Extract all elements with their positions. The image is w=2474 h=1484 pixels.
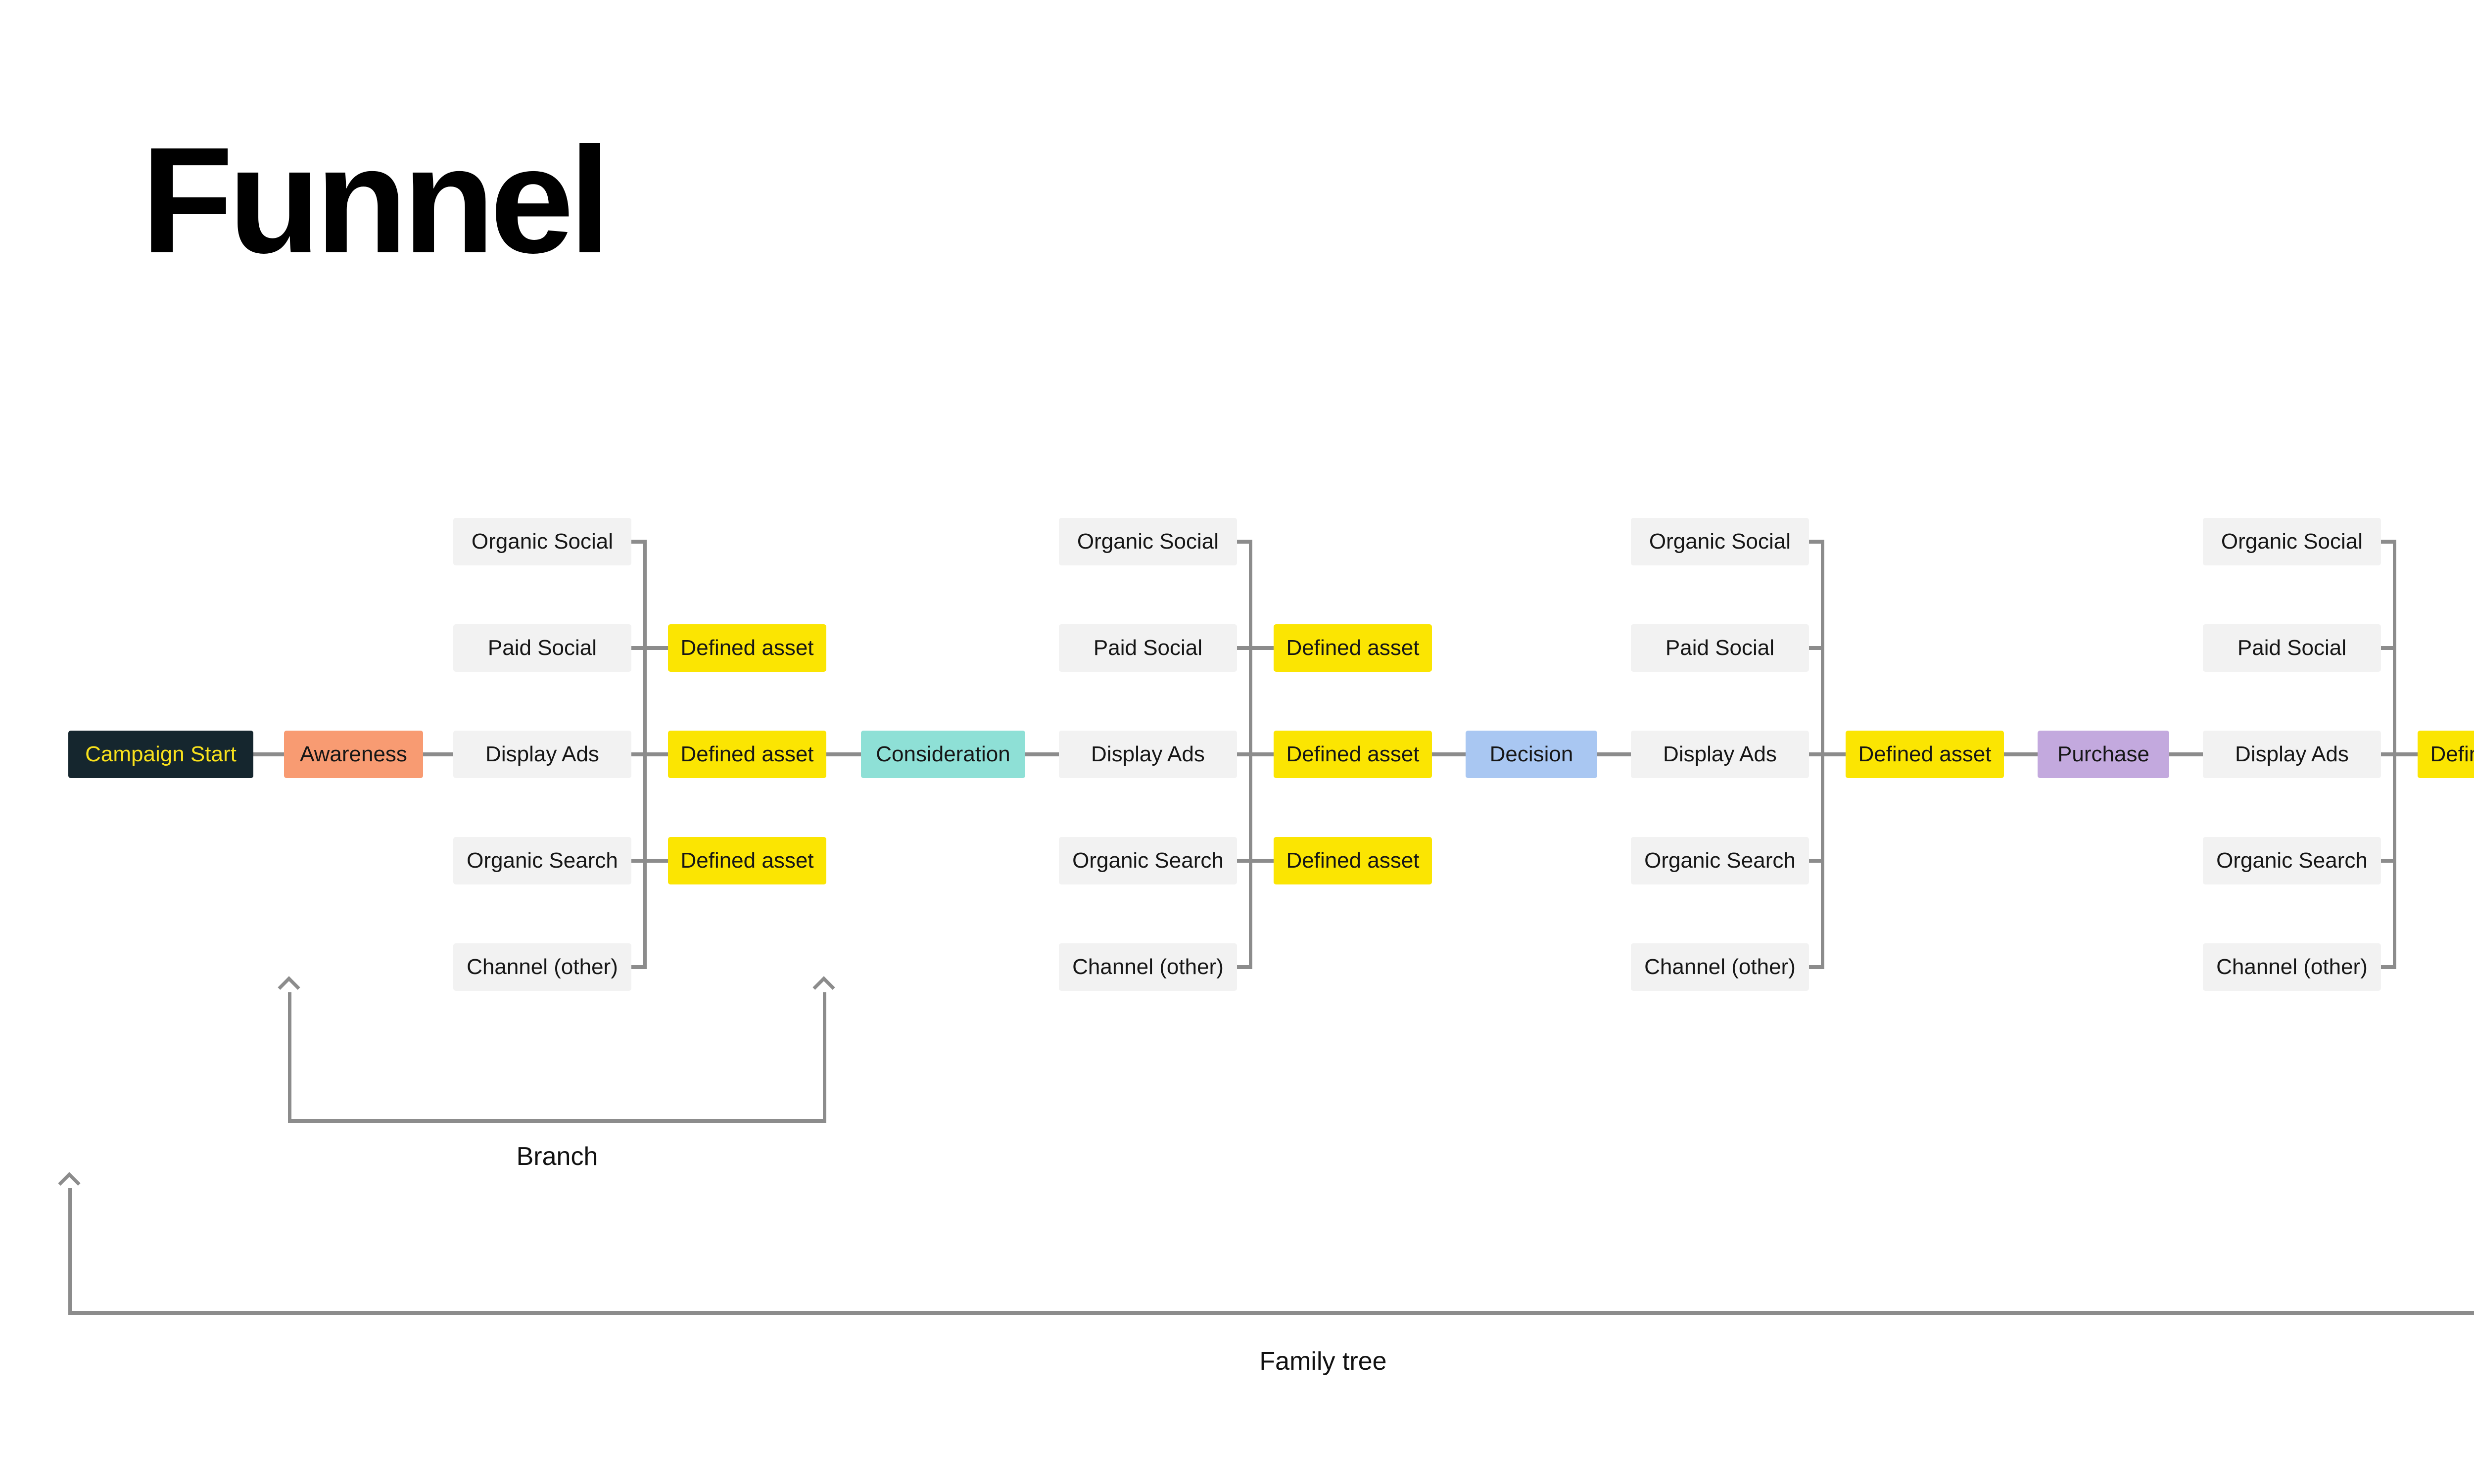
connector-line [631,752,668,756]
family-tree-caption: Family tree [1259,1347,1387,1376]
connector-line [826,752,861,756]
connector-line [631,646,668,650]
channel-box-organic-search[interactable]: Organic Search [2203,837,2381,884]
connector-line [1237,540,1252,544]
channel-box-organic-social[interactable]: Organic Social [2203,518,2381,565]
connector-line [1809,752,1846,756]
channel-box-display-ads[interactable]: Display Ads [1631,731,1809,778]
bracket-line [288,992,291,1122]
connector-line [1237,646,1274,650]
channel-box-channel-other[interactable]: Channel (other) [2203,943,2381,991]
channel-box-display-ads[interactable]: Display Ads [1059,731,1237,778]
connector-line [2381,752,2418,756]
bracket-line [288,1119,826,1123]
channel-box-paid-social[interactable]: Paid Social [453,624,631,672]
stage-campaign-start[interactable]: Campaign Start [68,731,253,778]
channel-box-organic-search[interactable]: Organic Search [1631,837,1809,884]
defined-asset-box[interactable]: Defined asset [668,624,826,672]
bracket-line [68,1311,2474,1315]
channel-box-organic-social[interactable]: Organic Social [1631,518,1809,565]
channel-box-channel-other[interactable]: Channel (other) [1631,943,1809,991]
connector-line [1237,859,1274,863]
channel-box-display-ads[interactable]: Display Ads [2203,731,2381,778]
channel-box-paid-social[interactable]: Paid Social [2203,624,2381,672]
connector-line [2381,859,2396,863]
connector-line [1809,859,1824,863]
channel-box-display-ads[interactable]: Display Ads [453,731,631,778]
defined-asset-box[interactable]: Defined asset [2418,731,2474,778]
branch-caption: Branch [516,1142,598,1171]
defined-asset-box[interactable]: Defined asset [668,731,826,778]
connector-line [631,540,647,544]
connector-line [1809,965,1824,969]
stage-awareness[interactable]: Awareness [284,731,423,778]
connector-line [1809,646,1824,650]
defined-asset-box[interactable]: Defined asset [1846,731,2004,778]
connector-line [631,859,668,863]
channel-box-organic-social[interactable]: Organic Social [453,518,631,565]
connector-line [423,752,453,756]
connector-line [1025,752,1059,756]
defined-asset-box[interactable]: Defined asset [1274,731,1432,778]
stage-consideration[interactable]: Consideration [861,731,1025,778]
page-title: Funnel [141,116,611,284]
channel-box-channel-other[interactable]: Channel (other) [1059,943,1237,991]
connector-line [2381,540,2396,544]
defined-asset-box[interactable]: Defined asset [668,837,826,884]
channel-box-channel-other[interactable]: Channel (other) [453,943,631,991]
bracket-line [823,992,826,1122]
channel-box-organic-search[interactable]: Organic Search [453,837,631,884]
connector-line [1809,540,1824,544]
connector-line [2169,752,2203,756]
channel-box-paid-social[interactable]: Paid Social [1631,624,1809,672]
connector-line [1597,752,1631,756]
connector-line [253,752,284,756]
channel-box-paid-social[interactable]: Paid Social [1059,624,1237,672]
connector-line [2381,965,2396,969]
connector-line [1432,752,1466,756]
connector-line [631,965,647,969]
stage-purchase[interactable]: Purchase [2038,731,2169,778]
defined-asset-box[interactable]: Defined asset [1274,624,1432,672]
defined-asset-box[interactable]: Defined asset [1274,837,1432,884]
connector-line [1237,752,1274,756]
bracket-line [68,1188,72,1314]
connector-line [2381,646,2396,650]
connector-line [2004,752,2038,756]
channel-box-organic-search[interactable]: Organic Search [1059,837,1237,884]
channel-box-organic-social[interactable]: Organic Social [1059,518,1237,565]
connector-line [1237,965,1252,969]
stage-decision[interactable]: Decision [1466,731,1597,778]
